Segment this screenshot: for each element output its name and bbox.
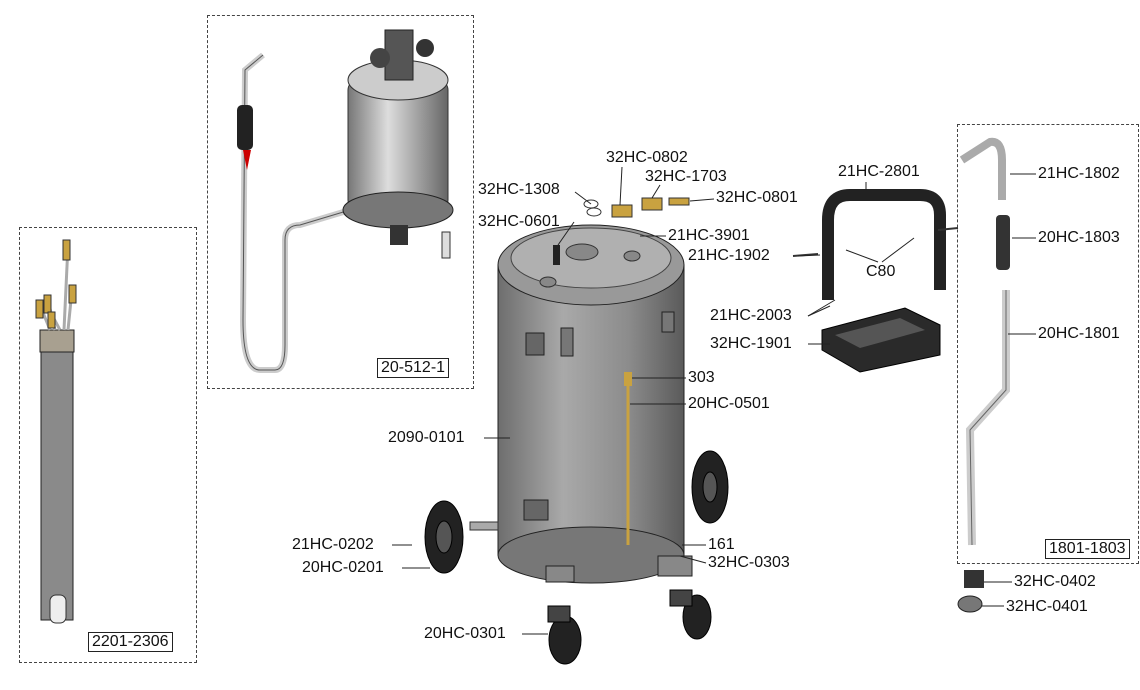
part-label: 20HC-0201	[302, 559, 384, 576]
group-box-probe-kit	[19, 227, 197, 663]
part-label: C80	[866, 263, 896, 280]
part-label: 161	[708, 536, 735, 553]
probe-kit-illustration	[35, 239, 77, 624]
part-label: 32HC-1901	[710, 335, 792, 352]
part-label: 2090-0101	[388, 429, 465, 446]
part-label: 20HC-1803	[1038, 229, 1120, 246]
leader-lines	[392, 166, 1036, 635]
group-label-evacuator-head: 20-512-1	[377, 358, 450, 378]
part-label: 32HC-1308	[478, 181, 560, 198]
part-label: 21HC-1902	[688, 247, 770, 264]
tank-illustration	[469, 224, 693, 584]
part-label: 20HC-0301	[424, 625, 506, 642]
group-label-probe-kit: 2201-2306	[88, 632, 173, 652]
part-label: 21HC-2003	[710, 307, 792, 324]
part-label: 32HC-0801	[716, 189, 798, 206]
part-label: 32HC-0401	[1006, 598, 1088, 615]
group-box-evacuator-head	[207, 15, 474, 389]
handle-illustration	[792, 189, 959, 373]
part-label: 32HC-0601	[478, 213, 560, 230]
group-box-suction-tubes	[957, 124, 1139, 564]
group-label-suction-tubes: 1801-1803	[1045, 539, 1130, 559]
part-label: 21HC-0202	[292, 536, 374, 553]
part-label: 32HC-0303	[708, 554, 790, 571]
part-label: 32HC-0402	[1014, 573, 1096, 590]
part-label: 21HC-2801	[838, 163, 920, 180]
part-label: 21HC-1802	[1038, 165, 1120, 182]
part-label: 20HC-0501	[688, 395, 770, 412]
part-label: 20HC-1801	[1038, 325, 1120, 342]
part-label: 303	[688, 369, 715, 386]
suction-tubes-illustration	[957, 137, 1010, 613]
fittings-illustration	[583, 197, 690, 218]
wheels-illustration	[424, 450, 729, 665]
part-label: 32HC-1703	[645, 168, 727, 185]
evacuator-head-illustration	[237, 29, 454, 373]
part-label: 21HC-3901	[668, 227, 750, 244]
part-label: 32HC-0802	[606, 149, 688, 166]
